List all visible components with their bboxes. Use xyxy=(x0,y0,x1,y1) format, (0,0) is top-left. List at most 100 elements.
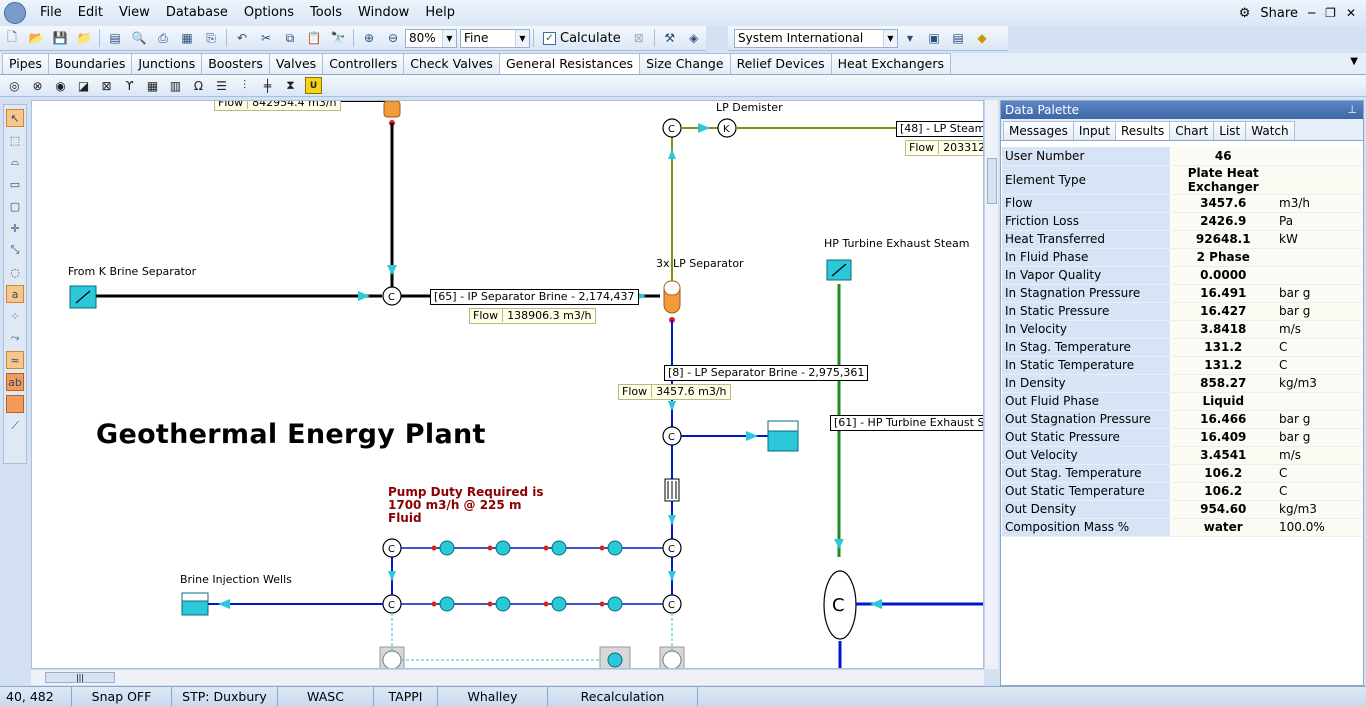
resistance-icon-3[interactable]: ◉ xyxy=(52,77,69,94)
resistance-icon-12[interactable]: ⧗ xyxy=(282,77,299,94)
pin-icon[interactable]: ⊥ xyxy=(1347,101,1357,119)
close-icon[interactable]: ✕ xyxy=(1346,6,1356,20)
results-row[interactable]: Out Static Temperature106.2C xyxy=(1002,482,1362,500)
undo-icon[interactable]: ↶ xyxy=(231,28,253,48)
copy-icon[interactable]: ⧉ xyxy=(279,28,301,48)
resistance-icon-8[interactable]: ▥ xyxy=(167,77,184,94)
zoom-in-icon[interactable]: ⊕ xyxy=(358,28,380,48)
results-row[interactable]: Out Stagnation Pressure16.466bar g xyxy=(1002,410,1362,428)
share-button[interactable]: Share xyxy=(1260,6,1298,21)
document-icon[interactable]: ▤ xyxy=(104,28,126,48)
horizontal-scroll-thumb[interactable]: ||| xyxy=(45,672,115,683)
zoom-select[interactable]: 80% ▼ xyxy=(405,29,457,48)
palette-tab-list[interactable]: List xyxy=(1213,121,1246,140)
label-tool-icon[interactable]: a xyxy=(6,285,24,303)
palette-tab-results[interactable]: Results xyxy=(1115,121,1170,140)
results-row[interactable]: In Density858.27kg/m3 xyxy=(1002,374,1362,392)
tabs-overflow-icon[interactable]: ▼ xyxy=(1350,56,1358,67)
tab-boundaries[interactable]: Boundaries xyxy=(48,53,132,74)
fill-color-icon[interactable] xyxy=(6,395,24,413)
zoom-out-icon[interactable]: ⊖ xyxy=(382,28,404,48)
resistance-icon-7[interactable]: ▦ xyxy=(144,77,161,94)
paste-icon[interactable]: 📋 xyxy=(303,28,325,48)
rectangle-tool-icon[interactable]: ▢ xyxy=(6,197,24,215)
workspace-canvas[interactable]: C C K C C C xyxy=(31,100,984,669)
results-row[interactable]: Out Fluid PhaseLiquid xyxy=(1002,392,1362,410)
print-setup-icon[interactable]: ⎘ xyxy=(200,28,222,48)
resistance-icon-4[interactable]: ◪ xyxy=(75,77,92,94)
pipe-tool-icon[interactable]: ⚒ xyxy=(659,28,681,48)
unit-system-select[interactable]: System International ▼ xyxy=(734,29,898,48)
tab-controllers[interactable]: Controllers xyxy=(322,53,404,74)
save-icon[interactable]: 💾 xyxy=(49,28,71,48)
top-separator[interactable] xyxy=(384,101,400,117)
resistance-icon-5[interactable]: ⊠ xyxy=(98,77,115,94)
tab-junctions[interactable]: Junctions xyxy=(131,53,202,74)
resistance-icon-6[interactable]: ϒ xyxy=(121,77,138,94)
stop-calc-icon[interactable]: ⊠ xyxy=(628,28,650,48)
ab-text-icon[interactable]: ab xyxy=(6,373,24,391)
minimize-icon[interactable]: ─ xyxy=(1308,6,1315,20)
resistance-icon-10[interactable]: ⫶ xyxy=(236,77,253,94)
results-row[interactable]: Out Density954.60kg/m3 xyxy=(1002,500,1362,518)
menu-edit[interactable]: Edit xyxy=(70,0,111,26)
results-row[interactable]: In Vapor Quality0.0000 xyxy=(1002,266,1362,284)
status-snap[interactable]: Snap OFF xyxy=(72,687,172,706)
annotation-icon[interactable]: ◌ xyxy=(6,263,24,281)
resistance-icon-11[interactable]: ╪ xyxy=(259,77,276,94)
palette-tab-messages[interactable]: Messages xyxy=(1003,121,1074,140)
pointer-tool-icon[interactable]: ↖ xyxy=(6,109,24,127)
results-row[interactable]: In Fluid Phase2 Phase xyxy=(1002,248,1362,266)
menu-help[interactable]: Help xyxy=(417,0,463,26)
user-defined-icon[interactable]: U xyxy=(305,77,322,94)
move-icon[interactable]: ⁘ xyxy=(6,307,24,325)
wizard-icon[interactable]: ◆ xyxy=(971,28,993,48)
results-row[interactable]: Element TypePlate Heat Exchanger xyxy=(1002,165,1362,194)
tab-relief-devices[interactable]: Relief Devices xyxy=(730,53,832,74)
results-row[interactable]: Out Stag. Temperature106.2C xyxy=(1002,464,1362,482)
tab-valves[interactable]: Valves xyxy=(269,53,323,74)
results-row[interactable]: Friction Loss2426.9Pa xyxy=(1002,212,1362,230)
resize-icon[interactable]: ⤡ xyxy=(6,241,24,259)
menu-window[interactable]: Window xyxy=(350,0,417,26)
results-row[interactable]: In Stagnation Pressure16.491bar g xyxy=(1002,284,1362,302)
menu-file[interactable]: File xyxy=(32,0,70,26)
resolution-select[interactable]: Fine ▼ xyxy=(460,29,530,48)
vertical-scrollbar[interactable] xyxy=(984,100,998,669)
new-file-icon[interactable]: 🗋 xyxy=(1,28,23,48)
results-row[interactable]: In Stag. Temperature131.2C xyxy=(1002,338,1362,356)
pipe-draw-icon[interactable]: ≈ xyxy=(6,351,24,369)
results-row[interactable]: Flow3457.6m3/h xyxy=(1002,194,1362,212)
tab-boosters[interactable]: Boosters xyxy=(201,53,270,74)
calculate-button[interactable]: ✓ Calculate xyxy=(537,31,627,46)
status-tappi[interactable]: TAPPI xyxy=(374,687,438,706)
tab-size-change[interactable]: Size Change xyxy=(639,53,731,74)
select-rect-icon[interactable]: ⬚ xyxy=(6,131,24,149)
tab-check-valves[interactable]: Check Valves xyxy=(403,53,500,74)
results-row[interactable]: Out Velocity3.4541m/s xyxy=(1002,446,1362,464)
restore-icon[interactable]: ❐ xyxy=(1325,6,1336,20)
palette-tab-watch[interactable]: Watch xyxy=(1245,121,1294,140)
resistance-icon-2[interactable]: ⊗ xyxy=(29,77,46,94)
status-wasc[interactable]: WASC xyxy=(278,687,374,706)
chart-tool-icon[interactable]: ⟋ xyxy=(6,417,24,435)
eraser-icon[interactable]: ◈ xyxy=(683,28,705,48)
vertical-scroll-thumb[interactable] xyxy=(987,158,997,204)
menu-database[interactable]: Database xyxy=(158,0,236,26)
table-icon[interactable]: ▤ xyxy=(947,28,969,48)
tab-pipes[interactable]: Pipes xyxy=(2,53,49,74)
select-lasso-icon[interactable]: ⌓ xyxy=(6,153,24,171)
export-icon[interactable]: ▦ xyxy=(176,28,198,48)
open-folder-icon[interactable]: 📂 xyxy=(25,28,47,48)
units-settings-icon[interactable]: ▣ xyxy=(923,28,945,48)
menu-view[interactable]: View xyxy=(111,0,158,26)
omega-icon[interactable]: Ω xyxy=(190,77,207,94)
resistance-icon-1[interactable]: ◎ xyxy=(6,77,23,94)
results-row[interactable]: In Static Temperature131.2C xyxy=(1002,356,1362,374)
palette-tab-input[interactable]: Input xyxy=(1073,121,1116,140)
text-box-icon[interactable]: ▭ xyxy=(6,175,24,193)
pan-icon[interactable]: ✛ xyxy=(6,219,24,237)
results-row[interactable]: In Velocity3.8418m/s xyxy=(1002,320,1362,338)
print-preview-icon[interactable]: 🔍 xyxy=(128,28,150,48)
find-icon[interactable]: 🔭 xyxy=(327,28,349,48)
